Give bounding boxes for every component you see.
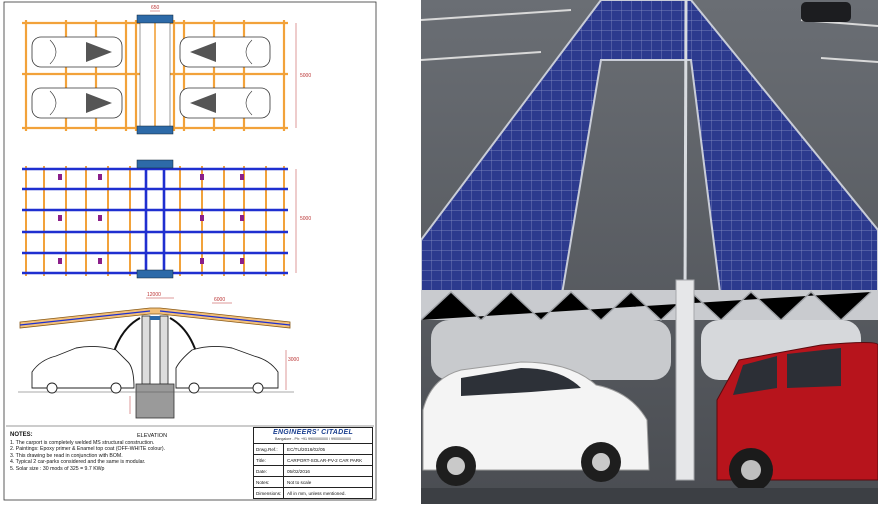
firm-name: ENGINEERS' CITADEL <box>272 429 354 436</box>
solar-carport-photo <box>421 0 878 504</box>
note-item: 4. Typical 2 car-parks considered and th… <box>10 459 146 466</box>
note-item: 1. The carport is completely welded MS s… <box>10 439 155 446</box>
title-block-row: Title:CARPORT-SOLAR-PV-2 CAR PARK <box>254 455 372 466</box>
firm-address: Bangalore - Ph: +91 9900000000 / 9900000… <box>274 437 352 441</box>
photo-canvas <box>421 0 878 504</box>
title-block-row: Dimensions:All in mm, unless mentioned. <box>254 488 372 499</box>
note-item: 5. Solar size : 30 mods of 325 = 9.7 KWp <box>10 465 105 472</box>
note-item: 2. Paintings: Epoxy primer & Enamel top … <box>10 446 166 453</box>
dim-roof-span: 12000 <box>147 292 161 298</box>
carport-engineering-drawing: 650 5000 5000 12000 6000 3000 ELEVATION … <box>0 0 380 504</box>
row-key: Date: <box>254 466 284 476</box>
title-block: ENGINEERS' CITADEL Bangalore - Ph: +91 9… <box>253 427 373 499</box>
title-block-row: Date:05/02/2016 <box>254 466 372 477</box>
elevation-label: ELEVATION <box>137 433 168 439</box>
title-block-firm: ENGINEERS' CITADEL Bangalore - Ph: +91 9… <box>254 428 372 444</box>
car-outlines-plan <box>31 36 271 119</box>
support-column <box>675 279 695 481</box>
dim-plan-height: 5000 <box>300 73 312 79</box>
drawing-canvas <box>3 1 377 501</box>
dim-roof-half: 6000 <box>214 297 226 303</box>
row-key: Dimensions: <box>254 488 284 499</box>
row-value: Not to scale <box>287 479 312 485</box>
white-car <box>422 361 650 486</box>
dim-top-width: 650 <box>151 5 160 11</box>
row-value: EC/TU/2016/02/05 <box>287 446 326 452</box>
notes-block: NOTES: 1. The carport is completely weld… <box>10 432 250 473</box>
title-block-row: Notes:Not to scale <box>254 477 372 488</box>
note-item: 3. This drawing be read in conjunction w… <box>10 452 123 459</box>
plan-view <box>22 10 297 135</box>
dim-frame-height: 5000 <box>300 216 312 222</box>
title-block-row: Drwg.Ref.:EC/TU/2016/02/05 <box>254 444 372 455</box>
red-suv <box>716 342 878 492</box>
base-plate-top <box>136 14 174 24</box>
row-key: Notes: <box>254 477 284 487</box>
elevation-view <box>18 297 294 419</box>
foundation-block <box>135 383 175 419</box>
row-key: Title: <box>254 455 284 465</box>
solar-panel-array <box>421 0 878 301</box>
frame-view <box>22 159 297 279</box>
row-key: Drwg.Ref.: <box>254 444 284 454</box>
notes-title: NOTES: <box>10 432 33 438</box>
base-plate-bottom <box>136 125 174 135</box>
dim-column-height: 3000 <box>288 357 300 363</box>
row-value: 05/02/2016 <box>287 468 310 474</box>
car-outlines-elevation <box>31 345 279 389</box>
row-value: All in mm, unless mentioned. <box>287 491 346 496</box>
row-value: CARPORT-SOLAR-PV-2 CAR PARK <box>287 457 363 463</box>
